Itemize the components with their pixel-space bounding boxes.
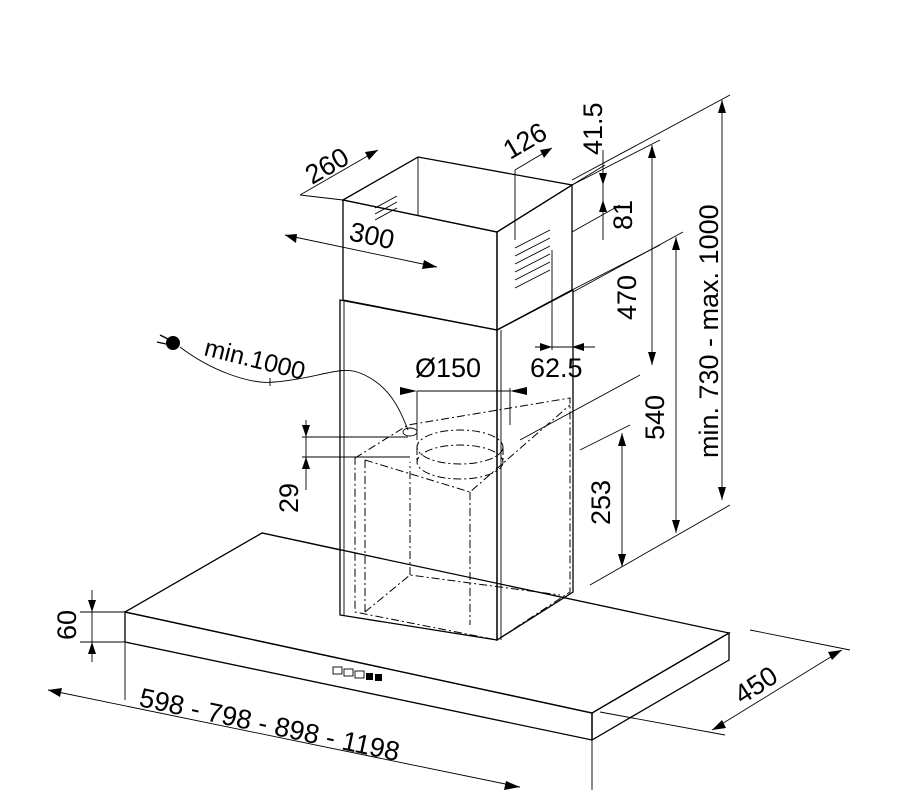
vent-grille-right (514, 229, 551, 289)
dim-motor-height: 253 (586, 480, 616, 525)
dim-top-gap: 41.5 (578, 102, 608, 155)
control-buttons (332, 666, 382, 681)
dim-canopy-height: 60 (52, 610, 82, 640)
power-cable (156, 334, 409, 431)
dim-upper-chimney: 470 (612, 275, 642, 320)
dim-lower-chimney: 540 (640, 395, 670, 440)
motor-box-hidden (354, 397, 571, 641)
lower-chimney (339, 288, 574, 642)
plug-icon (156, 334, 180, 350)
dim-cable-length: min.1000 (202, 334, 309, 386)
dim-chimney-depth: 260 (300, 142, 354, 191)
dim-canopy-depth: 450 (729, 660, 783, 710)
dim-vent-height: 81 (608, 200, 638, 230)
dim-outlet-height: 29 (274, 483, 304, 513)
vent-grille-left (374, 195, 398, 221)
dim-vent-side-offset: 62.5 (530, 353, 583, 383)
dim-total-height: min. 730 - max. 1000 (694, 204, 724, 458)
dim-canopy-width: 598 - 798 - 898 - 1198 (137, 683, 403, 767)
dim-outlet-diameter: Ø150 (415, 353, 481, 383)
dim-vent-offset: 126 (498, 117, 552, 166)
dimension-lines (47, 94, 851, 790)
